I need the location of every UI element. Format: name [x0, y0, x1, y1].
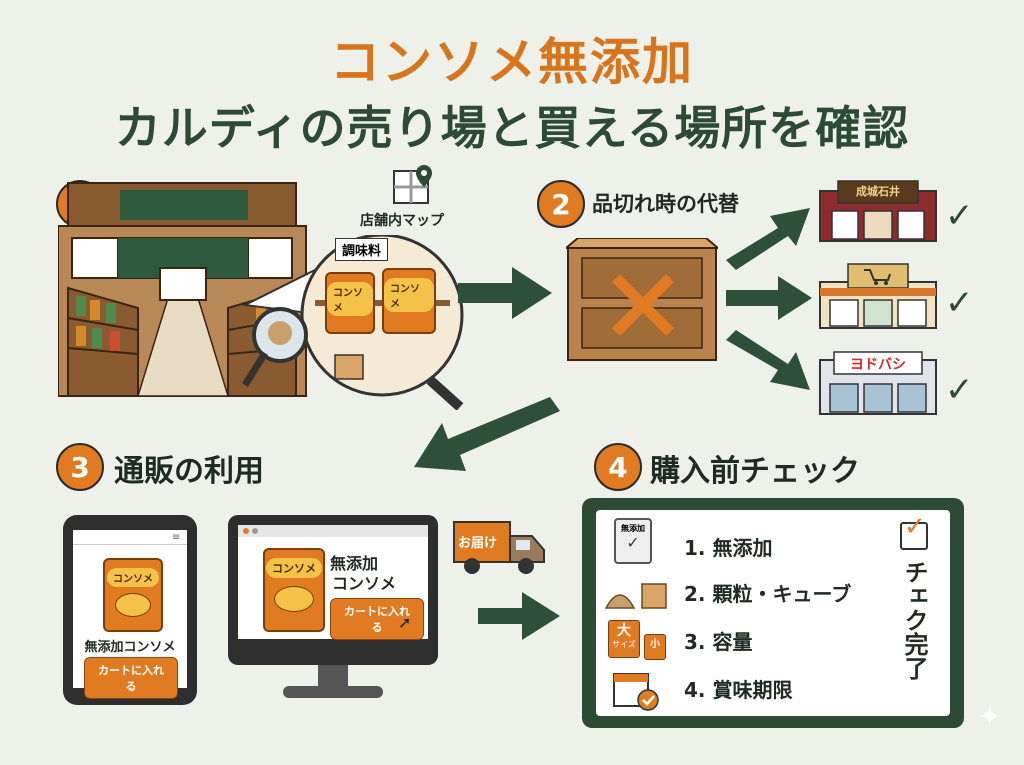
step-3-badge: 3 [56, 443, 104, 491]
store-2-check-icon: ✓ [945, 283, 974, 323]
supermarket-store-icon [819, 263, 937, 329]
large-size-icon: 大 サイズ [608, 620, 640, 658]
step-4-badge: 4 [594, 443, 642, 491]
browser-dot-icon [252, 528, 258, 534]
yodobashi-store-icon [819, 351, 937, 415]
consomme-bag-2: コンソメ [382, 268, 436, 334]
tablet-consomme-bag: コンソメ [103, 558, 163, 632]
store-1-sign: 成城石井 [856, 185, 900, 198]
tablet-header-bar [73, 530, 187, 545]
delivery-truck-icon [453, 521, 545, 574]
monitor-neck [318, 665, 348, 687]
branch-arrows [726, 208, 812, 390]
arrow-right-icon [478, 592, 560, 640]
browser-dot-icon [243, 528, 249, 534]
checklist-item-1: 1. 無添加 [684, 536, 773, 560]
additive-free-icon: 無添加 ✓ [614, 518, 652, 564]
browser-toolbar [238, 525, 428, 537]
small-size-icon: 小 [644, 634, 666, 660]
checkbox-icon [900, 522, 928, 550]
store-interior-illustration [58, 182, 307, 397]
map-icon [393, 165, 432, 204]
checklist-item-4: 4. 賞味期限 [684, 678, 793, 702]
checklist-item-3: 3. 容量 [684, 630, 753, 654]
store-1-check-icon: ✓ [945, 196, 974, 236]
tablet-add-to-cart-button[interactable]: カートに入れる [84, 657, 178, 699]
empty-shelf-illustration [566, 238, 718, 361]
truck-label: お届け [458, 536, 498, 551]
tablet-product-name: 無添加コンソメ [84, 640, 176, 655]
checkmark-icon: ✓ [904, 512, 926, 542]
page-title: コンソメ無添加 [330, 33, 694, 91]
monitor-stand [283, 686, 383, 698]
desktop-consomme-bag: コンソメ [263, 548, 325, 632]
step-4-label: 購入前チェック [650, 454, 860, 489]
shelf-label: 調味料 [335, 238, 389, 261]
sparkle-icon: ✦ [978, 700, 1002, 733]
consomme-bag-1: コンソメ [325, 272, 375, 334]
map-label: 店舗内マップ [360, 213, 444, 229]
step-2-label: 品切れ時の代替 [592, 192, 739, 216]
soup-bowl-icon [115, 593, 151, 617]
store-3-check-icon: ✓ [945, 370, 974, 410]
desktop-add-to-cart-button[interactable]: カートに入れる [330, 598, 424, 640]
cursor-icon: ➚ [398, 613, 412, 632]
menu-icon: ≡ [172, 532, 181, 543]
desktop-product-line2: コンソメ [332, 574, 397, 593]
store-3-sign: ヨドバシ [850, 357, 906, 373]
granule-cube-icon [604, 583, 667, 609]
step-2-badge: 2 [537, 180, 585, 228]
soup-bowl-icon [274, 586, 314, 612]
check-complete-label: チェク完了 [900, 560, 928, 680]
checklist-item-2: 2. 顆粒・キューブ [684, 582, 852, 606]
desktop-product-line1: 無添加 [330, 554, 379, 573]
arrow-down-left-icon [414, 397, 560, 471]
arrow-right-icon [458, 267, 552, 319]
calendar-icon [613, 673, 659, 711]
page-subtitle: カルディの売り場と買える場所を確認 [114, 101, 910, 155]
step-3-label: 通販の利用 [114, 454, 264, 489]
seijo-ishii-store-icon [819, 180, 937, 242]
checklist-panel [596, 510, 950, 716]
